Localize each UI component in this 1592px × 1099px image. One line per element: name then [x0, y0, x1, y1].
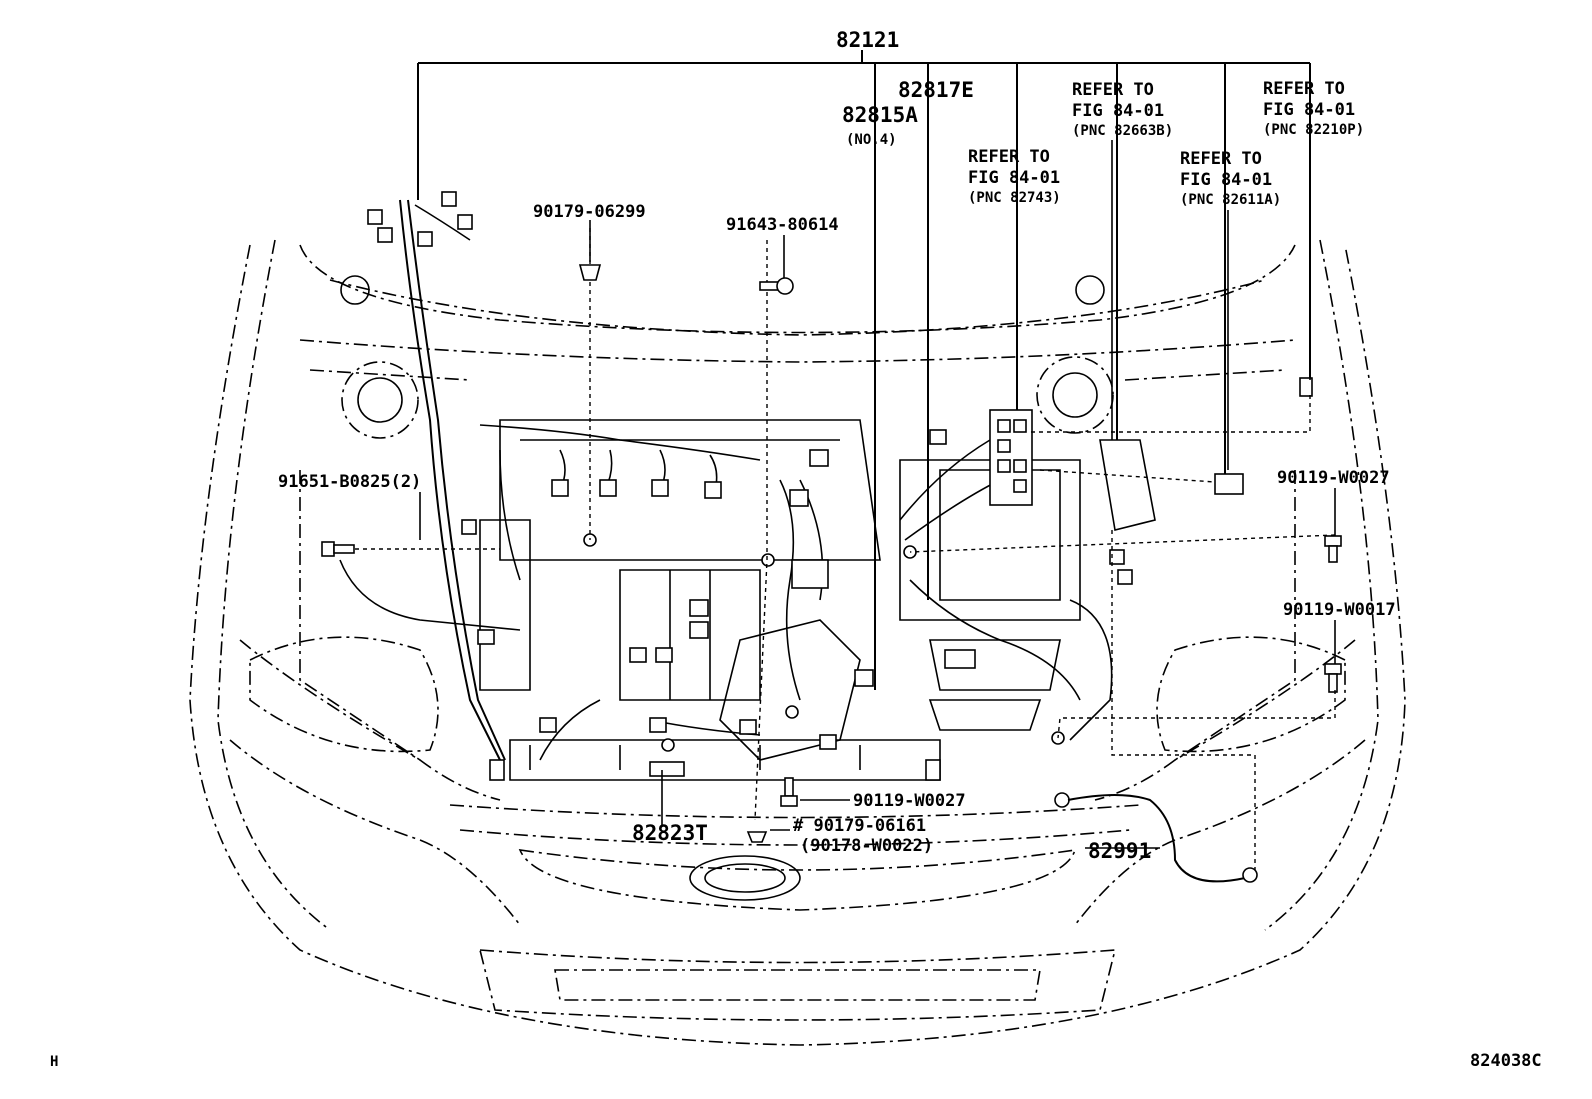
vehicle-body-outline — [189, 239, 1406, 1046]
ref4-line-b: FIG 84-01 — [1263, 100, 1355, 120]
ref4-line-a: REFER TO — [1263, 79, 1345, 99]
callout-90179-06299: 90179-06299 — [533, 202, 646, 222]
callout-90119-W0027-right: 90119-W0027 — [1277, 468, 1390, 488]
bolt-91651-B0825-icon — [321, 541, 355, 557]
leader-lines — [355, 50, 1336, 870]
nut-90179-06161-icon — [746, 831, 768, 843]
callout-82815A: 82815A — [842, 103, 918, 127]
callout-82991: 82991 — [1088, 839, 1151, 863]
bolt-90119-W0017-icon — [1324, 663, 1342, 693]
callout-labels: 82121 82817E 82815A (NO.4) REFER TO FIG … — [278, 28, 1396, 863]
harness-connectors — [367, 191, 1133, 781]
callout-90178-W0022: (90178-W0022) — [800, 836, 933, 856]
fasteners — [321, 264, 1342, 843]
ref2-line-c: (PNC 82663B) — [1072, 123, 1173, 139]
bolt-90119-W0027-right-icon — [1324, 535, 1342, 563]
relay-block — [989, 377, 1313, 531]
ref2-line-b: FIG 84-01 — [1072, 101, 1164, 121]
callout-82817E: 82817E — [898, 78, 974, 102]
ref2-line-a: REFER TO — [1072, 80, 1154, 100]
callout-91651-B0825: 91651-B0825(2) — [278, 472, 421, 492]
bolt-91643-80614-icon — [759, 277, 794, 295]
ref3-line-b: FIG 84-01 — [1180, 170, 1272, 190]
battery-cable — [1054, 792, 1258, 883]
callout-90179-06161: # 90179-06161 — [793, 816, 926, 836]
bolt-90119-W0027-bottom-icon — [780, 777, 798, 807]
callout-82121: 82121 — [836, 28, 899, 52]
corner-mark-left: H — [50, 1054, 58, 1070]
callout-82823T: 82823T — [632, 821, 708, 845]
callout-90119-W0017: 90119-W0017 — [1283, 600, 1396, 620]
ref1-line-b: FIG 84-01 — [968, 168, 1060, 188]
callout-90119-W0027-bottom: 90119-W0027 — [853, 791, 966, 811]
callout-82815A-sub: (NO.4) — [846, 132, 897, 148]
ref1-line-a: REFER TO — [968, 147, 1050, 167]
callout-91643-80614: 91643-80614 — [726, 215, 839, 235]
ref4-line-c: (PNC 82210P) — [1263, 122, 1364, 138]
engine-block — [479, 419, 1081, 781]
ref1-line-c: (PNC 82743) — [968, 190, 1061, 206]
figure-code: 824038C — [1470, 1051, 1542, 1071]
nut-90179-06299-icon — [578, 264, 602, 281]
ref3-line-a: REFER TO — [1180, 149, 1262, 169]
ref3-line-c: (PNC 82611A) — [1180, 192, 1281, 208]
wire-harness — [339, 199, 1113, 761]
